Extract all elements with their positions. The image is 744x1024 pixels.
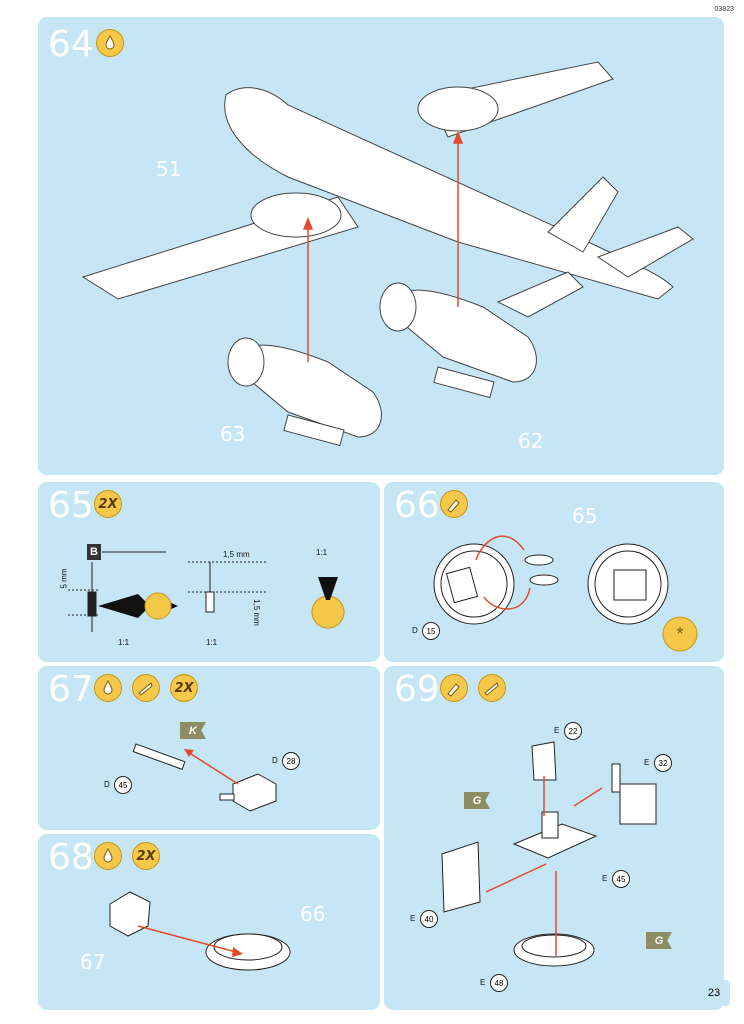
quantity-badge: 2X [132, 842, 160, 870]
part-number-28: 28 [282, 752, 300, 770]
part-letter: E [602, 874, 608, 883]
part-number-48: 48 [490, 974, 508, 992]
part-label-67: 67 [80, 950, 106, 974]
step-68-drawing [109, 891, 291, 971]
part-number-45: 45 [114, 776, 132, 794]
step-number: 69 [394, 669, 440, 710]
step-69-panel: 69 G G E 22 E 32 E 45 E 40 E 48 [384, 666, 724, 1010]
glue-icon [94, 842, 122, 870]
paint-brush-icon [440, 674, 468, 702]
part-letter: E [480, 978, 486, 987]
part-number-32: 32 [654, 754, 672, 772]
part-label-63: 63 [220, 422, 246, 446]
part-number-22: 22 [564, 722, 582, 740]
step-65-drawing [68, 551, 345, 632]
part-number-40: 40 [420, 910, 438, 928]
part-label-51: 51 [156, 157, 182, 181]
quantity-badge: 2X [170, 674, 198, 702]
scale-label: 1:1 [206, 638, 218, 647]
step-69-drawing [441, 741, 657, 967]
part-label-66: 66 [300, 902, 326, 926]
glue-icon [96, 29, 124, 57]
scale-label: 1:1 [316, 548, 328, 557]
step-66-panel: 66 65 * D 15 [384, 482, 724, 662]
part-letter: D [272, 756, 278, 765]
sprue-letter-box: B [87, 544, 101, 560]
scale-label: 1:1 [118, 638, 130, 647]
step-67-drawing [132, 743, 277, 812]
step-67-panel: 67 2X K D 28 D 45 [38, 666, 380, 830]
step-number: 64 [48, 24, 94, 65]
dimension-label: 1,5 mm [223, 550, 250, 559]
step-66-drawing: * [433, 535, 698, 652]
knife-icon [478, 674, 506, 702]
quantity-badge: 2X [94, 490, 122, 518]
part-number-45: 45 [612, 870, 630, 888]
page-number: 23 [698, 980, 730, 1006]
step-number: 67 [48, 669, 94, 710]
paint-flag: G [464, 792, 490, 809]
step-number: 65 [48, 485, 94, 526]
part-letter: E [410, 914, 416, 923]
part-letter: D [412, 626, 418, 635]
step-68-panel: 68 2X 67 66 [38, 834, 380, 1010]
paint-flag: K [180, 722, 206, 739]
part-letter: D [104, 780, 110, 789]
aircraft-drawing [81, 61, 694, 447]
knife-icon [132, 674, 160, 702]
svg-text:*: * [676, 624, 683, 644]
part-label-62: 62 [518, 429, 544, 453]
paint-brush-icon [440, 490, 468, 518]
dimension-label: 1,5 mm [251, 599, 261, 626]
part-number-15: 15 [422, 622, 440, 640]
step-64-panel: 64 51 63 62 [38, 17, 724, 475]
paint-flag: G [646, 932, 672, 949]
step-number: 68 [48, 837, 94, 878]
part-letter: E [644, 758, 650, 767]
step-65-panel: 65 2X B 1,5 mm 5 mm 1,5 mm 1:1 1:1 1:1 [38, 482, 380, 662]
document-code: 03823 [714, 6, 734, 13]
glue-icon [94, 674, 122, 702]
part-label-65: 65 [572, 504, 598, 528]
part-letter: E [554, 726, 560, 735]
dimension-label: 5 mm [59, 568, 69, 589]
step-number: 66 [394, 485, 440, 526]
